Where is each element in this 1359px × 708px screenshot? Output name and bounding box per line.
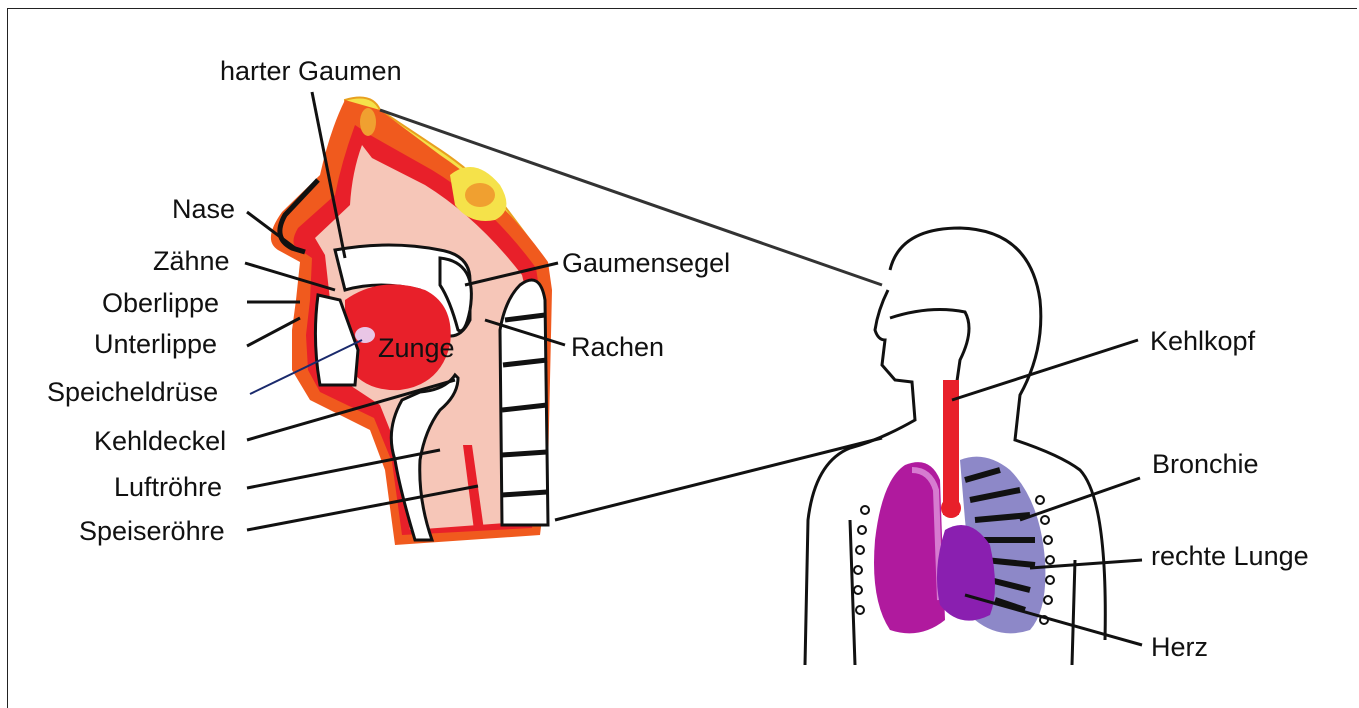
zoom-line-bottom [555,438,882,520]
label-unterlippe: Unterlippe [94,329,217,359]
sinus-spot [465,183,495,207]
label-rachen: Rachen [571,332,664,362]
label-speiseroehre: Speiseröhre [79,516,225,546]
salivary-gland-spot [355,327,375,343]
label-kehldeckel: Kehldeckel [94,426,226,456]
labels: harter Gaumen Nase Zähne Oberlippe Unter… [47,56,1309,662]
label-rechte-lunge: rechte Lunge [1151,541,1309,571]
forehead-spot [360,108,376,136]
trachea-bifurcation [941,498,961,518]
label-speicheldruese: Speicheldrüse [47,377,218,407]
label-bronchie: Bronchie [1152,449,1259,479]
label-zunge: Zunge [378,333,455,363]
label-gaumensegel: Gaumensegel [562,248,730,278]
label-harter-gaumen: harter Gaumen [220,56,402,86]
spine [500,280,548,525]
label-nase: Nase [172,194,235,224]
trachea-tube [943,380,959,515]
leader-kehlkopf [952,340,1138,400]
label-oberlippe: Oberlippe [102,288,219,318]
label-herz: Herz [1151,632,1208,662]
label-zaehne: Zähne [153,246,230,276]
label-luftroehre: Luftröhre [114,472,222,502]
label-kehlkopf: Kehlkopf [1150,326,1256,356]
head-cross-section [271,98,552,545]
